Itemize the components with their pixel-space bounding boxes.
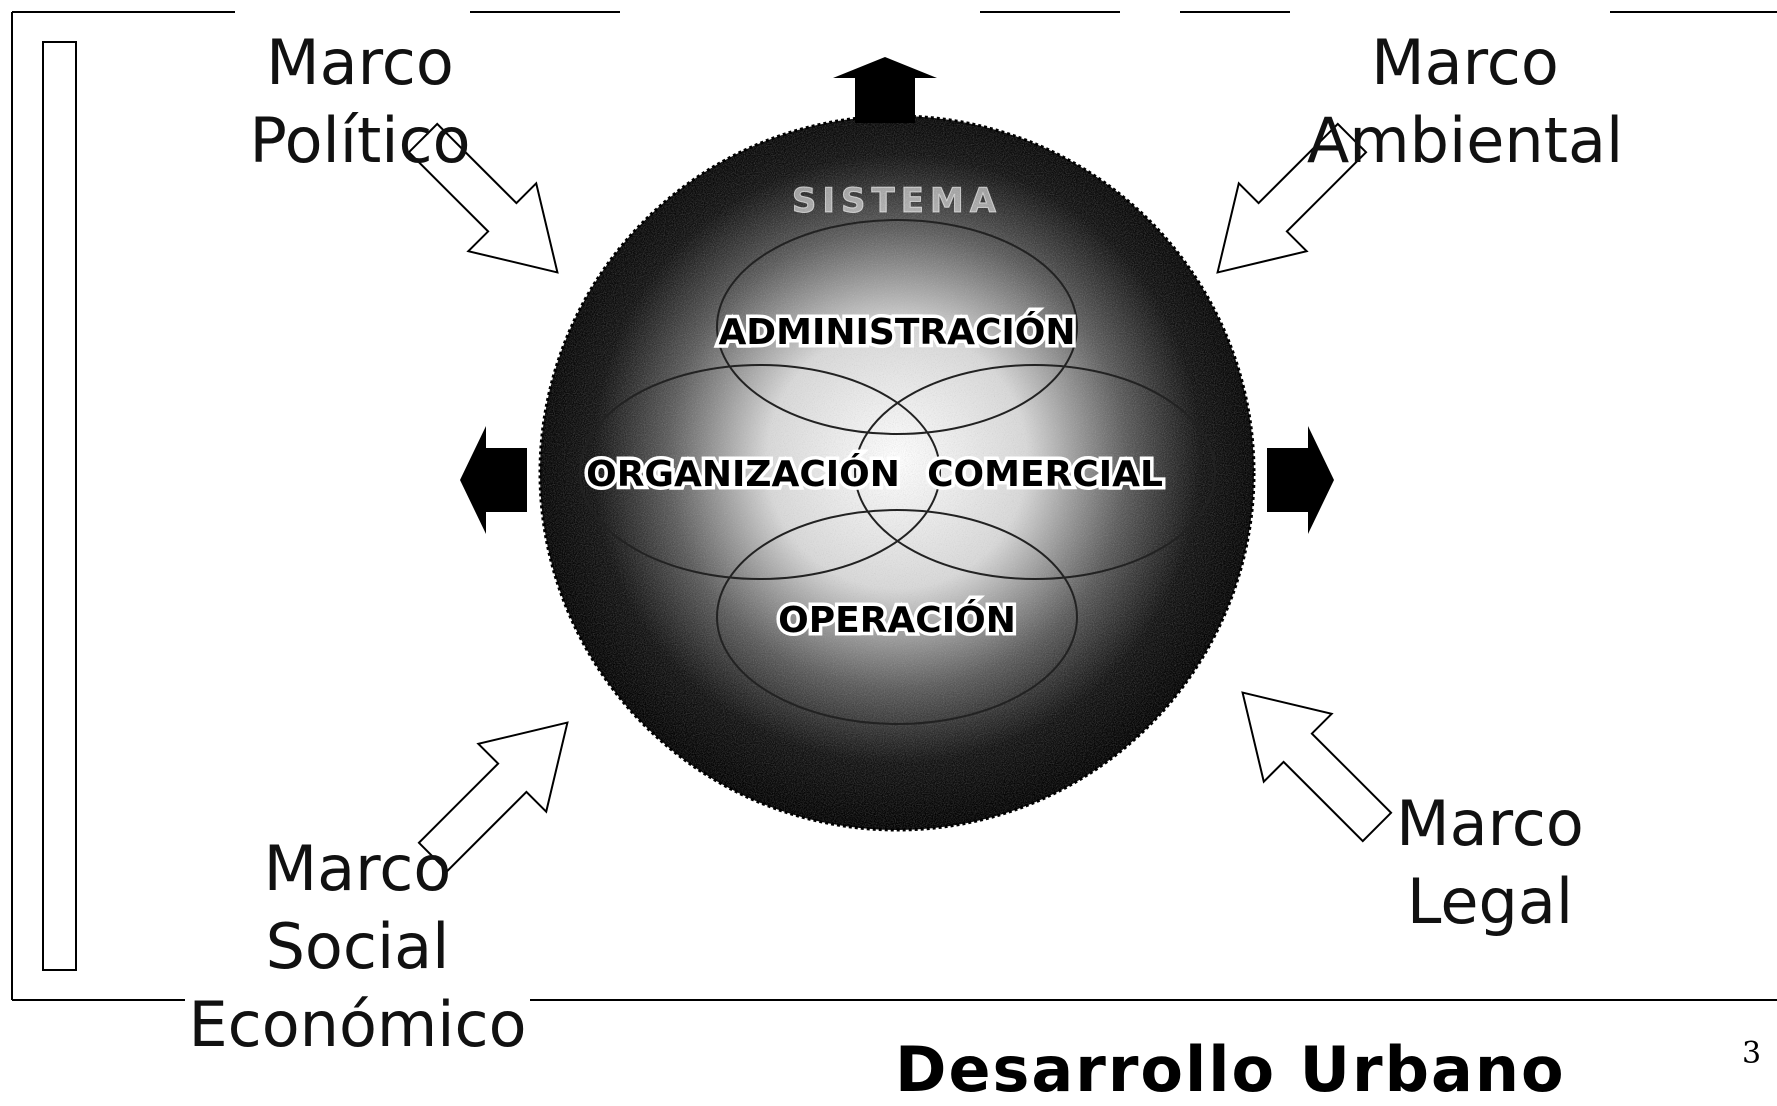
arrow-right-icon bbox=[1267, 426, 1334, 534]
label-marco-legal: Marco Legal bbox=[1396, 787, 1584, 938]
label-marco-social: Marco Social Económico bbox=[188, 832, 527, 1061]
label-administracion: ADMINISTRACIÓN bbox=[718, 311, 1075, 353]
inward-arrows bbox=[407, 122, 1393, 873]
arrow-left-icon bbox=[460, 426, 527, 534]
arrow-up-icon bbox=[833, 57, 937, 123]
outer-frame bbox=[11, 11, 1777, 1001]
subsystem-ellipses bbox=[579, 219, 1216, 725]
arrow-social-icon bbox=[417, 721, 569, 873]
label-comercial: COMERCIAL bbox=[927, 454, 1163, 495]
system-heading: SISTEMA bbox=[792, 181, 1002, 221]
ellipse-operacion bbox=[716, 509, 1078, 725]
label-marco-ambiental: Marco Ambiental bbox=[1306, 26, 1624, 177]
label-marco-politico: Marco Político bbox=[249, 26, 471, 177]
page-number: 3 bbox=[1742, 1036, 1762, 1071]
arrow-legal-icon bbox=[1241, 691, 1393, 843]
arrow-politico-icon bbox=[407, 122, 559, 274]
ellipse-comercial bbox=[854, 364, 1216, 580]
arrow-ambiental-icon bbox=[1216, 122, 1368, 274]
left-vertical-bar bbox=[42, 41, 77, 971]
sphere bbox=[538, 114, 1256, 832]
ellipse-organizacion bbox=[579, 364, 941, 580]
label-organizacion: ORGANIZACIÓN bbox=[586, 453, 900, 495]
page-title: Desarrollo Urbano bbox=[895, 1033, 1566, 1106]
label-operacion: OPERACIÓN bbox=[778, 599, 1016, 641]
ellipse-administracion bbox=[716, 219, 1078, 435]
outward-arrows bbox=[460, 57, 1334, 534]
